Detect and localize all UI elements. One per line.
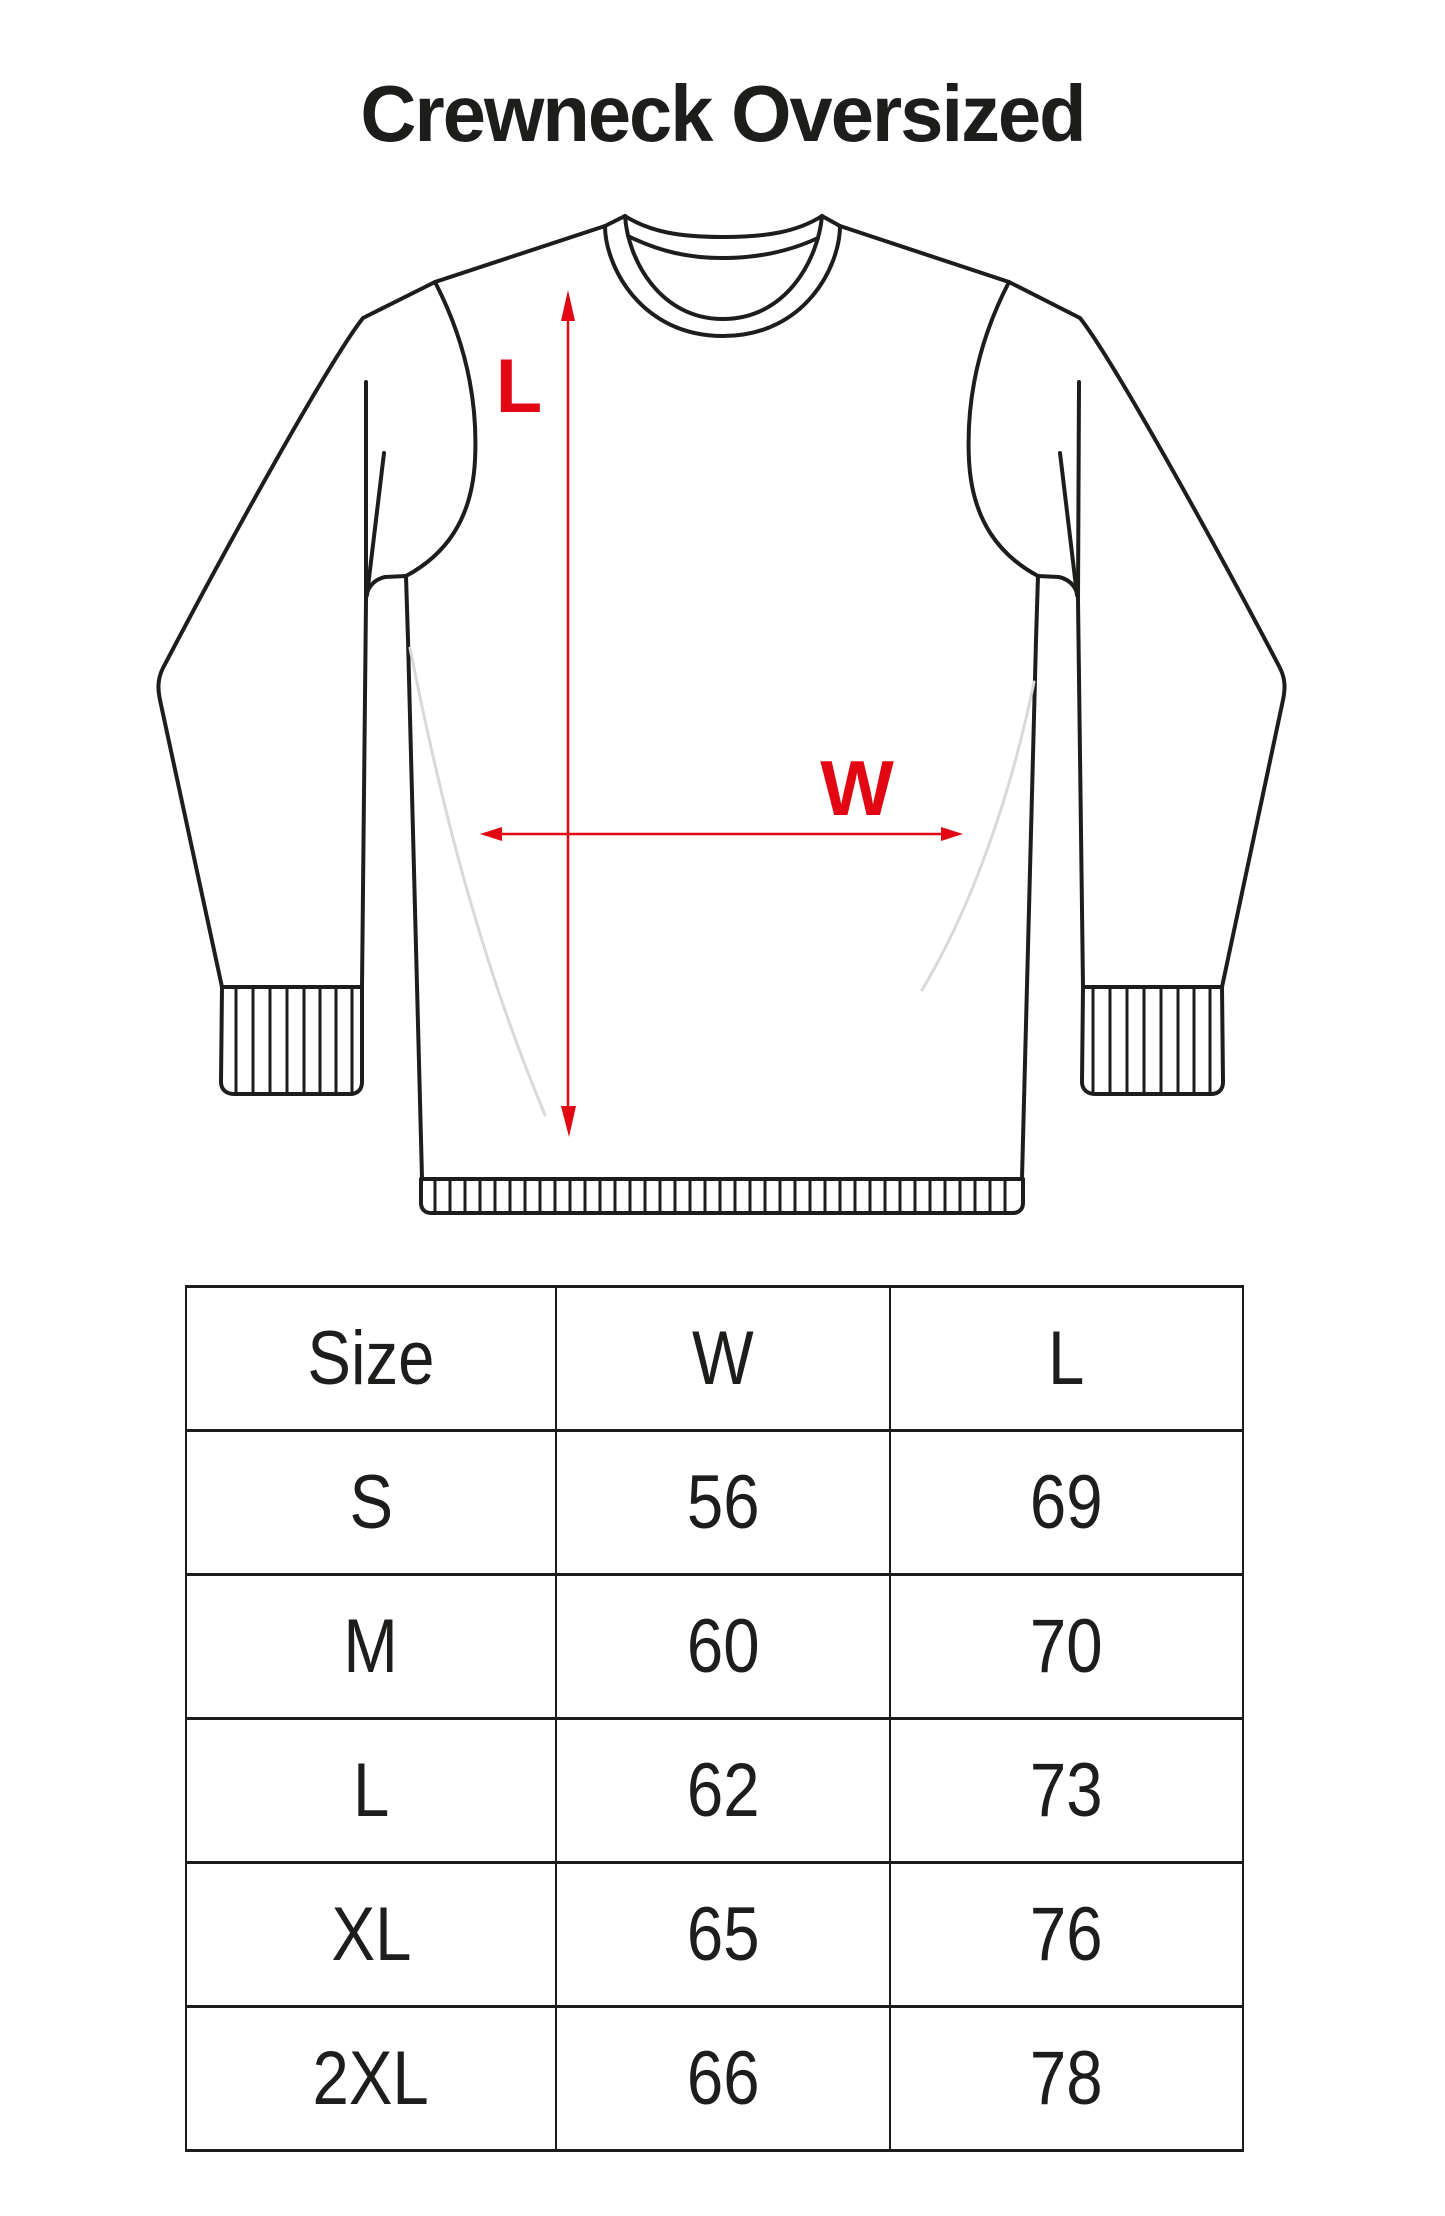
table-row: 2XL 66 78 <box>185 2005 1244 2152</box>
cell-w: 62 <box>555 1717 891 1864</box>
cell-w: 60 <box>555 1573 891 1720</box>
cell-text: 70 <box>1030 1603 1103 1689</box>
cell-text: 69 <box>1030 1459 1103 1545</box>
right-body-side <box>1020 574 1040 1180</box>
cell-size: 2XL <box>185 2005 557 2152</box>
header-w: W <box>555 1285 891 1432</box>
cell-text: 78 <box>1030 2035 1103 2121</box>
left-underarm <box>364 574 408 602</box>
cell-size: L <box>185 1717 557 1864</box>
left-cuff-ribs <box>234 986 354 1095</box>
table-row: M 60 70 <box>185 1573 1244 1720</box>
left-shoulder-line <box>433 224 607 284</box>
header-size-text: Size <box>307 1315 435 1401</box>
table-header-row: Size W L <box>185 1285 1244 1432</box>
right-sleeve-fold <box>1058 451 1079 597</box>
cell-size: M <box>185 1573 557 1720</box>
cell-w: 66 <box>555 2005 891 2152</box>
right-cuff-ribs <box>1091 986 1212 1095</box>
cell-text: 60 <box>686 1603 760 1689</box>
left-armhole <box>404 280 478 578</box>
right-cuff <box>1080 985 1225 1096</box>
collar-inner-front <box>623 214 824 321</box>
left-sleeve-inner <box>360 380 368 989</box>
right-underarm <box>1036 574 1080 602</box>
cell-text: 56 <box>686 1459 760 1545</box>
fabric-shading <box>408 646 1036 1117</box>
width-label: W <box>820 744 894 832</box>
cell-text: XL <box>331 1891 411 1977</box>
right-sleeve-outer <box>1007 280 1287 989</box>
table-row: L 62 73 <box>185 1717 1244 1864</box>
left-sleeve-fold <box>365 451 386 597</box>
hem-ribs <box>433 1178 1007 1214</box>
right-shoulder-line <box>838 224 1011 284</box>
cell-size: XL <box>185 1861 557 2008</box>
cell-text: 62 <box>686 1747 760 1833</box>
cell-text: M <box>343 1603 399 1689</box>
left-body-side <box>404 574 424 1180</box>
size-chart-table: Size W L S 56 69 M 60 70 L 62 73 XL 65 7… <box>185 1285 1244 2152</box>
left-cuff <box>219 985 364 1096</box>
cell-text: 76 <box>1030 1891 1103 1977</box>
cell-size: S <box>185 1429 557 1576</box>
cell-l: 76 <box>889 1861 1244 2008</box>
cell-l: 70 <box>889 1573 1244 1720</box>
table-row: XL 65 76 <box>185 1861 1244 2008</box>
chart-title: Crewneck Oversized <box>360 69 1086 158</box>
right-shade-line <box>920 680 1036 992</box>
left-shade-line <box>408 646 547 1117</box>
hem-band <box>419 1177 1025 1215</box>
right-sleeve-inner <box>1076 380 1085 989</box>
cell-text: 2XL <box>312 2035 430 2121</box>
collar-back-lower <box>626 234 820 260</box>
width-arrow-head-left <box>480 827 502 841</box>
left-sleeve-outer <box>156 280 437 989</box>
cell-w: 56 <box>555 1429 891 1576</box>
cell-text: 73 <box>1030 1747 1103 1833</box>
cell-text: 66 <box>686 2035 760 2121</box>
cell-text: 65 <box>686 1891 760 1977</box>
length-arrow-head-down <box>561 1106 576 1137</box>
width-arrow-head-right <box>941 827 963 841</box>
sweater-outline <box>156 214 1287 1215</box>
table-row: S 56 69 <box>185 1429 1244 1576</box>
sweater-diagram: L W <box>156 214 1287 1215</box>
cell-l: 73 <box>889 1717 1244 1864</box>
collar-outer <box>603 214 842 338</box>
measurement-arrows: L W <box>480 290 963 1137</box>
cell-text: L <box>352 1747 390 1833</box>
length-label: L <box>496 344 542 429</box>
cell-l: 78 <box>889 2005 1244 2152</box>
header-l-text: L <box>1048 1315 1085 1401</box>
collar-back-top <box>623 214 824 239</box>
header-size: Size <box>185 1285 557 1432</box>
header-l: L <box>889 1285 1244 1432</box>
header-w-text: W <box>692 1315 754 1401</box>
length-arrow-head-up <box>561 290 575 321</box>
cell-text: S <box>349 1459 393 1545</box>
right-armhole <box>966 280 1040 578</box>
cell-l: 69 <box>889 1429 1244 1576</box>
cell-w: 65 <box>555 1861 891 2008</box>
